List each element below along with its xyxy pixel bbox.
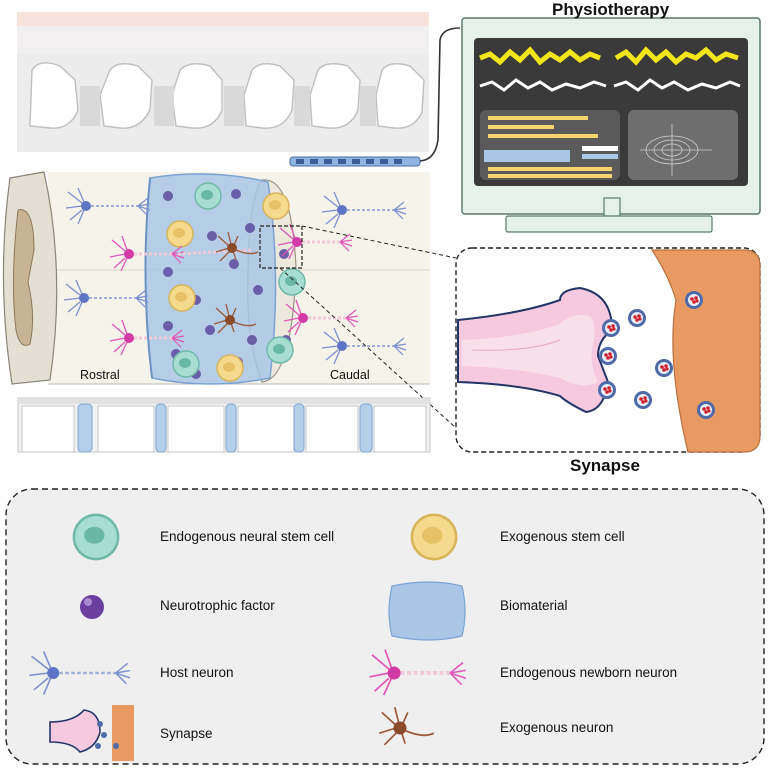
synapse-zoom-panel <box>455 247 761 453</box>
stimulation-electrode <box>289 27 461 167</box>
endogenous-neural-stem-cell-icon <box>72 513 120 561</box>
rostral-label: Rostral <box>80 368 120 382</box>
legend-label-exogenous-neuron: Exogenous neuron <box>500 720 614 735</box>
synapse-title: Synapse <box>570 456 640 475</box>
biomaterial-icon <box>388 581 466 641</box>
vertebral-column-top <box>17 12 429 152</box>
vertebral-column-bottom <box>17 397 431 453</box>
physiotherapy-monitor <box>461 17 761 233</box>
legend-label-exogenous-stem-cell: Exogenous stem cell <box>500 529 625 544</box>
legend-label-endogenous-newborn-neuron: Endogenous newborn neuron <box>500 665 678 680</box>
legend-label-endogenous-neural-stem-cell: Endogenous neural stem cell <box>160 529 335 544</box>
synapse-icon <box>49 705 134 761</box>
neurotrophic-factor-icon <box>80 595 104 619</box>
spinal-cord <box>2 171 430 385</box>
caudal-label: Caudal <box>330 368 370 382</box>
legend-label-synapse: Synapse <box>160 726 213 741</box>
newborn-neurons <box>108 222 360 357</box>
monitor-title: Physiotherapy <box>552 0 670 19</box>
legend-label-biomaterial: Biomaterial <box>500 598 568 613</box>
legend-box <box>5 488 765 765</box>
legend-label-neurotrophic-factor: Neurotrophic factor <box>160 598 275 613</box>
legend-label-host-neuron: Host neuron <box>160 665 234 680</box>
exogenous-stem-cell-icon <box>410 513 458 561</box>
